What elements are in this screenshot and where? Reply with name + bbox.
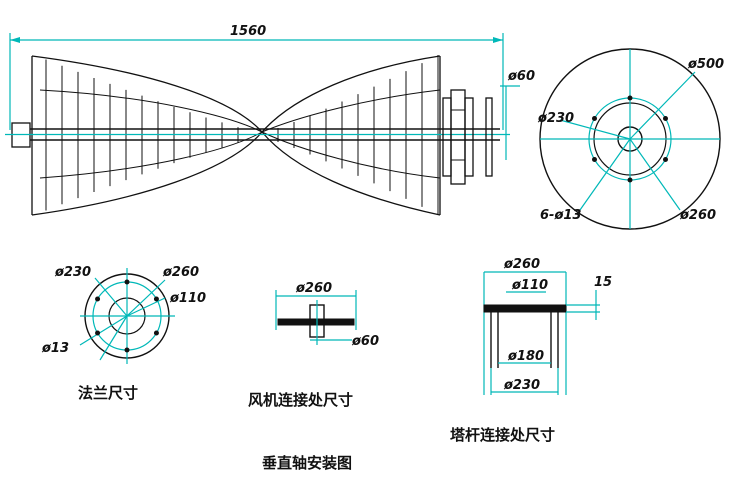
bolt-hole bbox=[627, 95, 633, 101]
bolt-hole bbox=[663, 157, 669, 162]
disk-outer-label: ø500 bbox=[687, 57, 724, 72]
disk-holes-label: 6-ø13 bbox=[540, 208, 581, 223]
tower-caption: 塔杆连接处尺寸 bbox=[450, 426, 555, 444]
flange-d230-label: ø230 bbox=[54, 265, 91, 280]
bolt-hole bbox=[124, 347, 130, 353]
flange-d110-label: ø110 bbox=[169, 291, 206, 306]
bolt-hole bbox=[591, 157, 597, 162]
shaft-diameter-label: ø60 bbox=[507, 69, 535, 84]
tower-d110-label: ø110 bbox=[511, 278, 548, 293]
tower-d260-label: ø260 bbox=[503, 257, 540, 272]
bolt-hole bbox=[627, 177, 633, 183]
disk-end-view: ø500 ø230 ø260 6-ø13 bbox=[537, 48, 724, 230]
disk-inner-label: ø230 bbox=[537, 111, 574, 126]
conn-d60-label: ø60 bbox=[351, 334, 379, 349]
disk-bolt-circle-label: ø260 bbox=[679, 208, 716, 223]
tower-d230-label: ø230 bbox=[503, 378, 540, 393]
disk-bolt-holes bbox=[591, 95, 669, 183]
drawing-title: 垂直轴安装图 bbox=[262, 454, 352, 472]
tower-thickness-label: 15 bbox=[594, 275, 612, 290]
flange-caption: 法兰尺寸 bbox=[78, 384, 138, 402]
bolt-hole bbox=[591, 116, 597, 121]
bolt-hole bbox=[124, 279, 130, 285]
turbine-side-view: 1560 ø60 bbox=[5, 24, 535, 216]
bolt-hole bbox=[95, 296, 101, 302]
connection-caption: 风机连接处尺寸 bbox=[248, 391, 353, 409]
bolt-hole bbox=[153, 330, 159, 336]
tower-d180-label: ø180 bbox=[507, 349, 544, 364]
flange-bolt-holes bbox=[95, 279, 159, 353]
bolt-hole bbox=[153, 296, 159, 302]
tower-connection-view: ø260 ø110 15 ø180 ø230 塔杆连接处尺寸 bbox=[450, 257, 612, 444]
conn-d260-label: ø260 bbox=[295, 281, 332, 296]
bolt-hole bbox=[95, 330, 101, 336]
flange-d260-label: ø260 bbox=[162, 265, 199, 280]
flange-view: ø230 ø260 ø110 ø13 法兰尺寸 bbox=[41, 265, 206, 402]
overall-length-label: 1560 bbox=[230, 24, 266, 39]
flange-hole-label: ø13 bbox=[41, 341, 69, 356]
bolt-hole bbox=[663, 116, 669, 121]
fan-connection-view: ø260 ø60 风机连接处尺寸 bbox=[248, 281, 379, 409]
